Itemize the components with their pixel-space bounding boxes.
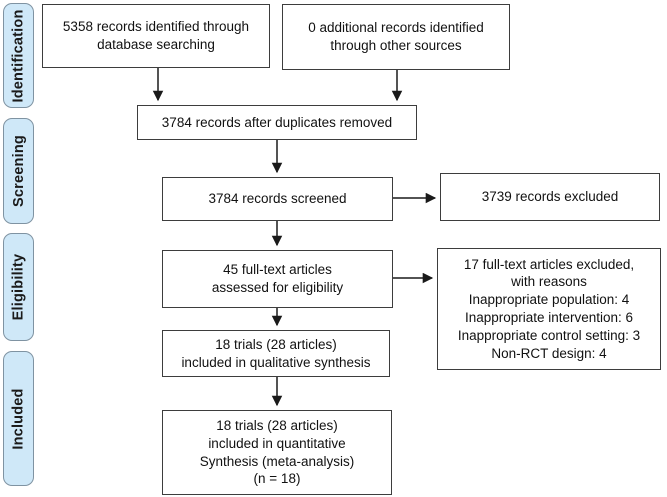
box-records-after-duplicates: 3784 records after duplicates removed (137, 105, 417, 140)
stage-included: Included (3, 351, 34, 486)
stage-eligibility: Eligibility (3, 233, 34, 341)
stage-eligibility-label: Eligibility (10, 253, 27, 321)
box-qualitative-synthesis: 18 trials (28 articles) included in qual… (162, 330, 390, 377)
stage-identification-label: Identification (10, 8, 27, 103)
box-fulltext-excluded: 17 full-text articles excluded, with rea… (437, 248, 661, 370)
box-quantitative-synthesis: 18 trials (28 articles) included in quan… (162, 410, 392, 495)
box-records-identified-other: 0 additional records identified through … (282, 4, 510, 70)
box-records-excluded: 3739 records excluded (440, 173, 660, 221)
box-fulltext-assessed: 45 full-text articles assessed for eligi… (162, 250, 393, 308)
stage-screening: Screening (3, 118, 34, 224)
box-records-identified-database: 5358 records identified through database… (42, 4, 270, 68)
box-records-screened: 3784 records screened (162, 177, 393, 221)
stage-included-label: Included (10, 387, 27, 450)
stage-screening-label: Screening (10, 135, 27, 207)
stage-identification: Identification (3, 3, 34, 108)
